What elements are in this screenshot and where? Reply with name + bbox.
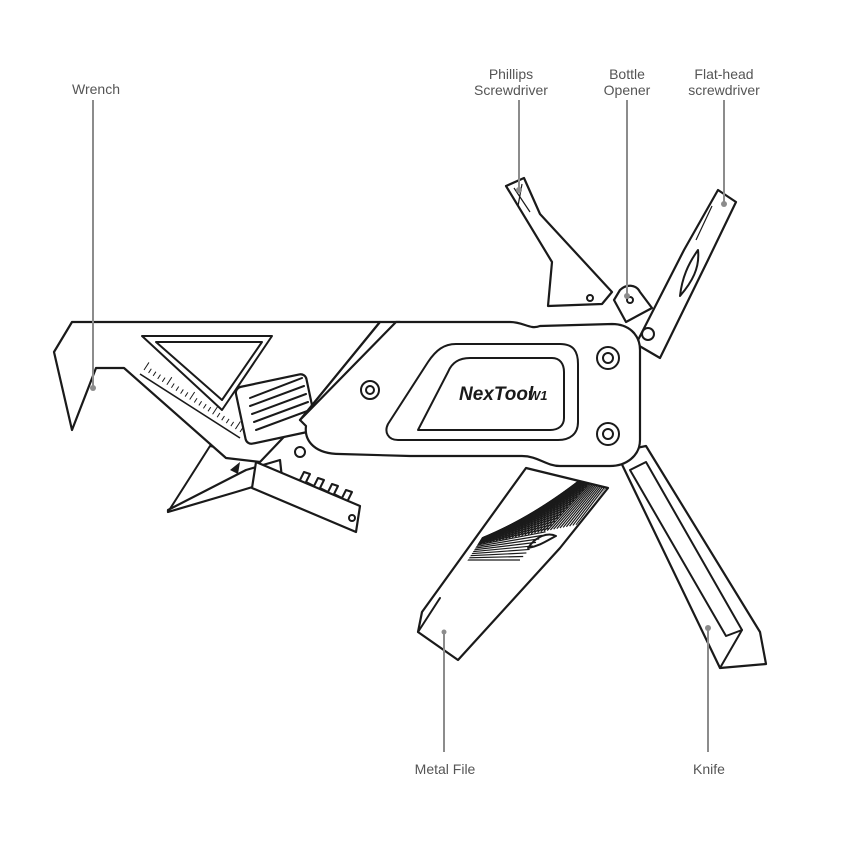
file-hatch-line	[572, 468, 606, 526]
ruler-tick	[198, 400, 203, 406]
ruler-tick	[230, 421, 235, 427]
ruler-tick	[148, 368, 152, 374]
phillips-screwdriver	[504, 176, 614, 308]
file-hatch-line	[553, 468, 606, 530]
file-hatch-line	[562, 468, 606, 528]
file-hatch-line	[549, 468, 606, 531]
main-handle: NexTool W1	[298, 320, 642, 468]
file-hatch-line	[518, 468, 606, 537]
ruler-tick	[212, 406, 218, 415]
ruler-tick	[166, 376, 173, 386]
ruler-tick	[193, 398, 198, 403]
file-hatch-line	[543, 468, 606, 532]
flathead-screwdriver	[634, 188, 738, 360]
file-hatch-line	[556, 468, 606, 530]
file-hatch-line	[565, 468, 606, 528]
file-hatch-line	[569, 468, 606, 527]
ruler-tick	[184, 392, 189, 397]
label-knife: Knife	[693, 761, 725, 777]
label-bottle-line2: Opener	[604, 82, 651, 98]
label-phillips-line1: Phillips	[489, 66, 533, 82]
ruler-tick	[207, 406, 212, 412]
ruler-tick	[157, 374, 161, 380]
ruler-tick	[189, 391, 196, 400]
brand-name: NexTool	[459, 384, 534, 405]
ruler-tick	[221, 415, 225, 421]
ruler-tick	[161, 377, 166, 383]
label-flathead-line1: Flat-head	[694, 66, 753, 82]
ruler-tick	[175, 386, 180, 391]
ruler-tick	[216, 412, 221, 418]
file-hatch-line	[440, 541, 537, 558]
file-hatch-line	[575, 468, 606, 526]
ruler-tick	[143, 362, 150, 371]
ruler-tick	[180, 389, 184, 394]
ruler-tick	[152, 371, 157, 377]
label-bottle-line1: Bottle	[609, 66, 645, 82]
ruler-tick	[225, 418, 230, 424]
bottle-opener	[612, 284, 655, 341]
ruler-edge	[139, 373, 241, 439]
file-hatch-line	[440, 538, 540, 557]
ruler-tick	[235, 421, 241, 430]
ruler-tick	[171, 383, 175, 388]
knife	[614, 444, 768, 670]
file-hatch-line	[546, 468, 606, 531]
ruler-tick	[203, 403, 207, 409]
label-wrench: Wrench	[72, 81, 120, 97]
label-metal-file: Metal File	[415, 761, 476, 777]
file-hatch-line	[559, 468, 606, 529]
label-phillips-line2: Screwdriver	[474, 82, 548, 98]
worm-gear	[234, 373, 318, 445]
leader-lines	[90, 100, 727, 752]
label-flathead-line2: screwdriver	[688, 82, 760, 98]
brand-model: W1	[528, 388, 548, 403]
